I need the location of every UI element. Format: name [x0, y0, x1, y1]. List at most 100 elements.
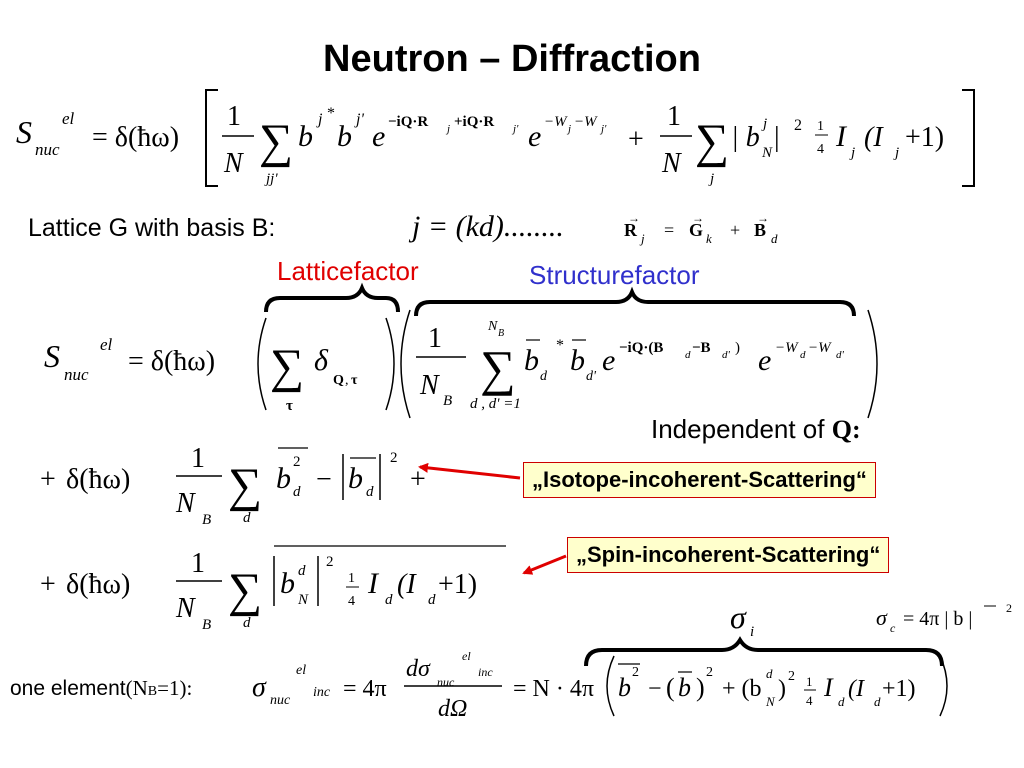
eq2-sum-tau-index: τ: [286, 398, 293, 414]
eq2-e2: e: [758, 344, 771, 377]
independent-label: Independent of Q:: [651, 414, 861, 445]
equation-1: S nuc el = δ(ħω) 1 N ∑ jj' b j * b j' e …: [16, 89, 975, 187]
independent-symbol: Q:: [831, 415, 861, 444]
eq4-b: b: [280, 567, 295, 600]
structurefactor-label: Structurefactor: [529, 260, 700, 290]
eq1-b1-star: *: [327, 105, 335, 122]
eq5-bN-close: ): [778, 676, 786, 702]
eq1-S: S: [16, 114, 32, 150]
eq2-kron-comma: ,: [345, 373, 349, 388]
sigma-i-brace: [584, 636, 944, 667]
eq1-b2: b: [337, 120, 352, 153]
eq5-4pi: = 4π: [343, 676, 387, 702]
eq5-dOmega: dΩ: [438, 696, 467, 722]
eq1-sum1-index: jj': [264, 171, 278, 187]
eq5-dsigma: dσ: [406, 656, 431, 682]
eq3-b2-sq: 2: [293, 454, 301, 470]
eq2-nuc: nuc: [64, 365, 89, 384]
eq2-expQ-mid: −B: [692, 340, 711, 356]
eq1-nuc: nuc: [35, 140, 60, 159]
latticefactor-brace: [264, 282, 400, 313]
eq4-sum-index: d: [243, 615, 251, 631]
basis-B-arrow: →: [757, 211, 769, 225]
eq3-sum-index: d: [243, 510, 251, 526]
eq5-Id: (I: [848, 676, 865, 702]
eq1-bracket-right: [962, 89, 975, 187]
eq2-expQ-sub2: d': [722, 349, 731, 361]
equation-5: σ nuc el inc = 4π dσ nuc el inc dΩ = N ·…: [252, 649, 948, 722]
eq5-sigma: σ: [252, 672, 267, 703]
eq4-plus1: +1): [438, 569, 477, 600]
eq4-frac-num: 1: [191, 548, 205, 579]
eq1-b1: b: [298, 120, 313, 153]
eq3-b2-sub: d: [293, 484, 301, 500]
eq3-delta: δ(ħω): [66, 464, 130, 495]
eq5-Id-sub: d: [874, 694, 881, 709]
eq2-sum-top: N: [487, 319, 498, 334]
eq2-bd-star: *: [556, 337, 564, 354]
basis-formula: j = (kd)........ R → j = G → k + B → d: [408, 210, 778, 246]
basis-G: G: [689, 220, 703, 240]
eq1-bracket-left: [205, 89, 218, 187]
eq3-frac-den: N: [175, 488, 196, 519]
sigma-c-sq: 2: [1006, 601, 1012, 615]
eq4-I: I: [367, 567, 380, 600]
sigma-c-sub: c: [890, 621, 896, 635]
eq2-sum-d-index: d , d' =1: [470, 396, 521, 412]
eq2-expW2-sub: d': [836, 349, 845, 361]
eq1-exp1: −iQ·R: [388, 114, 428, 130]
eq2-frac-den: N: [419, 370, 440, 401]
one-element-sub: B: [147, 684, 158, 699]
eq5-plus-b: + (b: [722, 676, 762, 702]
eq4-q-num: 1: [348, 571, 355, 586]
eq3-frac-den-sub: B: [202, 512, 211, 528]
isotope-incoherent-callout: „Isotope-incoherent-Scattering“: [523, 462, 876, 498]
eq5-paren-b-r: ): [696, 673, 705, 702]
eq3-abs-sq: 2: [390, 450, 398, 466]
eq2-frac-den-sub: B: [443, 393, 452, 409]
eq1-q-den: 4: [817, 142, 824, 157]
basis-label-colon: :: [268, 214, 276, 242]
eq4-frac-den-sub: B: [202, 617, 211, 633]
eq5-q-den: 4: [806, 693, 813, 708]
page-title: Neutron – Diffraction: [323, 38, 701, 80]
equation-3: + δ(ħω) 1 N B ∑ d b 2 d − b d 2 +: [40, 443, 426, 528]
eq5-paren-b-l: (: [666, 673, 675, 702]
eq1-frac2-num: 1: [667, 101, 681, 132]
eq1-I: I: [835, 120, 848, 153]
eq2-kron-Q: Q: [333, 373, 344, 388]
eq4-I-sub: d: [385, 592, 393, 608]
eq2-paren2-l: [400, 309, 411, 419]
independent-label-text: Independent of: [651, 414, 825, 444]
latticefactor-label: Latticefactor: [277, 256, 419, 286]
basis-label: Lattice G with basis B:: [28, 214, 275, 243]
eq1-expW: −W: [544, 114, 568, 130]
eq1-e1: e: [372, 120, 385, 153]
sigma-labels: σ i σ c = 4π | b | 2: [730, 599, 1012, 640]
basis-R: R: [624, 220, 638, 240]
eq5-dsigma-el: el: [462, 649, 471, 663]
eq3-sum: ∑: [228, 459, 262, 512]
eq1-I-sub: j: [849, 145, 855, 161]
eq1-sum2: ∑: [695, 115, 729, 168]
eq5-I: I: [823, 673, 834, 702]
eq1-frac1-num: 1: [227, 101, 241, 132]
eq4-sq: 2: [326, 554, 334, 570]
structurefactor-brace: [414, 286, 856, 317]
basis-R-arrow: →: [628, 211, 640, 225]
eq2-S: S: [44, 338, 60, 374]
eq2-expW-sub: d: [800, 349, 806, 361]
eq3-minus: −: [316, 464, 332, 495]
eq2-sum-d: ∑: [480, 340, 516, 396]
eq2-sum-tau: ∑: [270, 340, 304, 393]
eq5-bN-sub: N: [765, 694, 776, 709]
eq1-plus: +: [628, 124, 644, 155]
eq5-paren-r: [939, 655, 948, 717]
basis-G-arrow: →: [692, 211, 704, 225]
eq1-b2-sup: j': [354, 111, 364, 128]
basis-plus: +: [730, 220, 740, 240]
eq1-absb: | b: [731, 122, 760, 153]
one-element-label: one element(NB=1):: [10, 676, 192, 701]
eq5-bN-sup: d: [766, 666, 773, 681]
